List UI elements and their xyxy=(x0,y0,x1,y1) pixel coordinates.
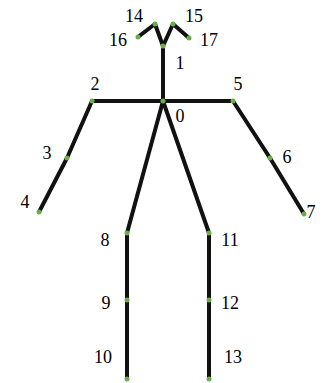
keypoint-number: 10 xyxy=(94,348,112,366)
keypoint-number: 4 xyxy=(21,193,30,211)
keypoint-number: 7 xyxy=(307,203,316,221)
keypoint-number: 12 xyxy=(221,294,239,312)
keypoint-number: 13 xyxy=(224,348,242,366)
keypoint-number: 15 xyxy=(185,7,203,25)
keypoint-number: 9 xyxy=(102,294,111,312)
keypoint-number: 2 xyxy=(91,75,100,93)
keypoint-number: 8 xyxy=(101,231,110,249)
keypoint-number: 17 xyxy=(200,31,218,49)
keypoint-number: 3 xyxy=(43,144,52,162)
keypoint-number: 0 xyxy=(176,107,185,125)
keypoint-number: 14 xyxy=(125,7,143,25)
keypoint-number: 1 xyxy=(176,54,185,72)
keypoint-number: 11 xyxy=(221,231,238,249)
keypoint-number: 5 xyxy=(234,75,243,93)
keypoint-number: 6 xyxy=(283,148,292,166)
keypoint-number: 16 xyxy=(109,31,127,49)
